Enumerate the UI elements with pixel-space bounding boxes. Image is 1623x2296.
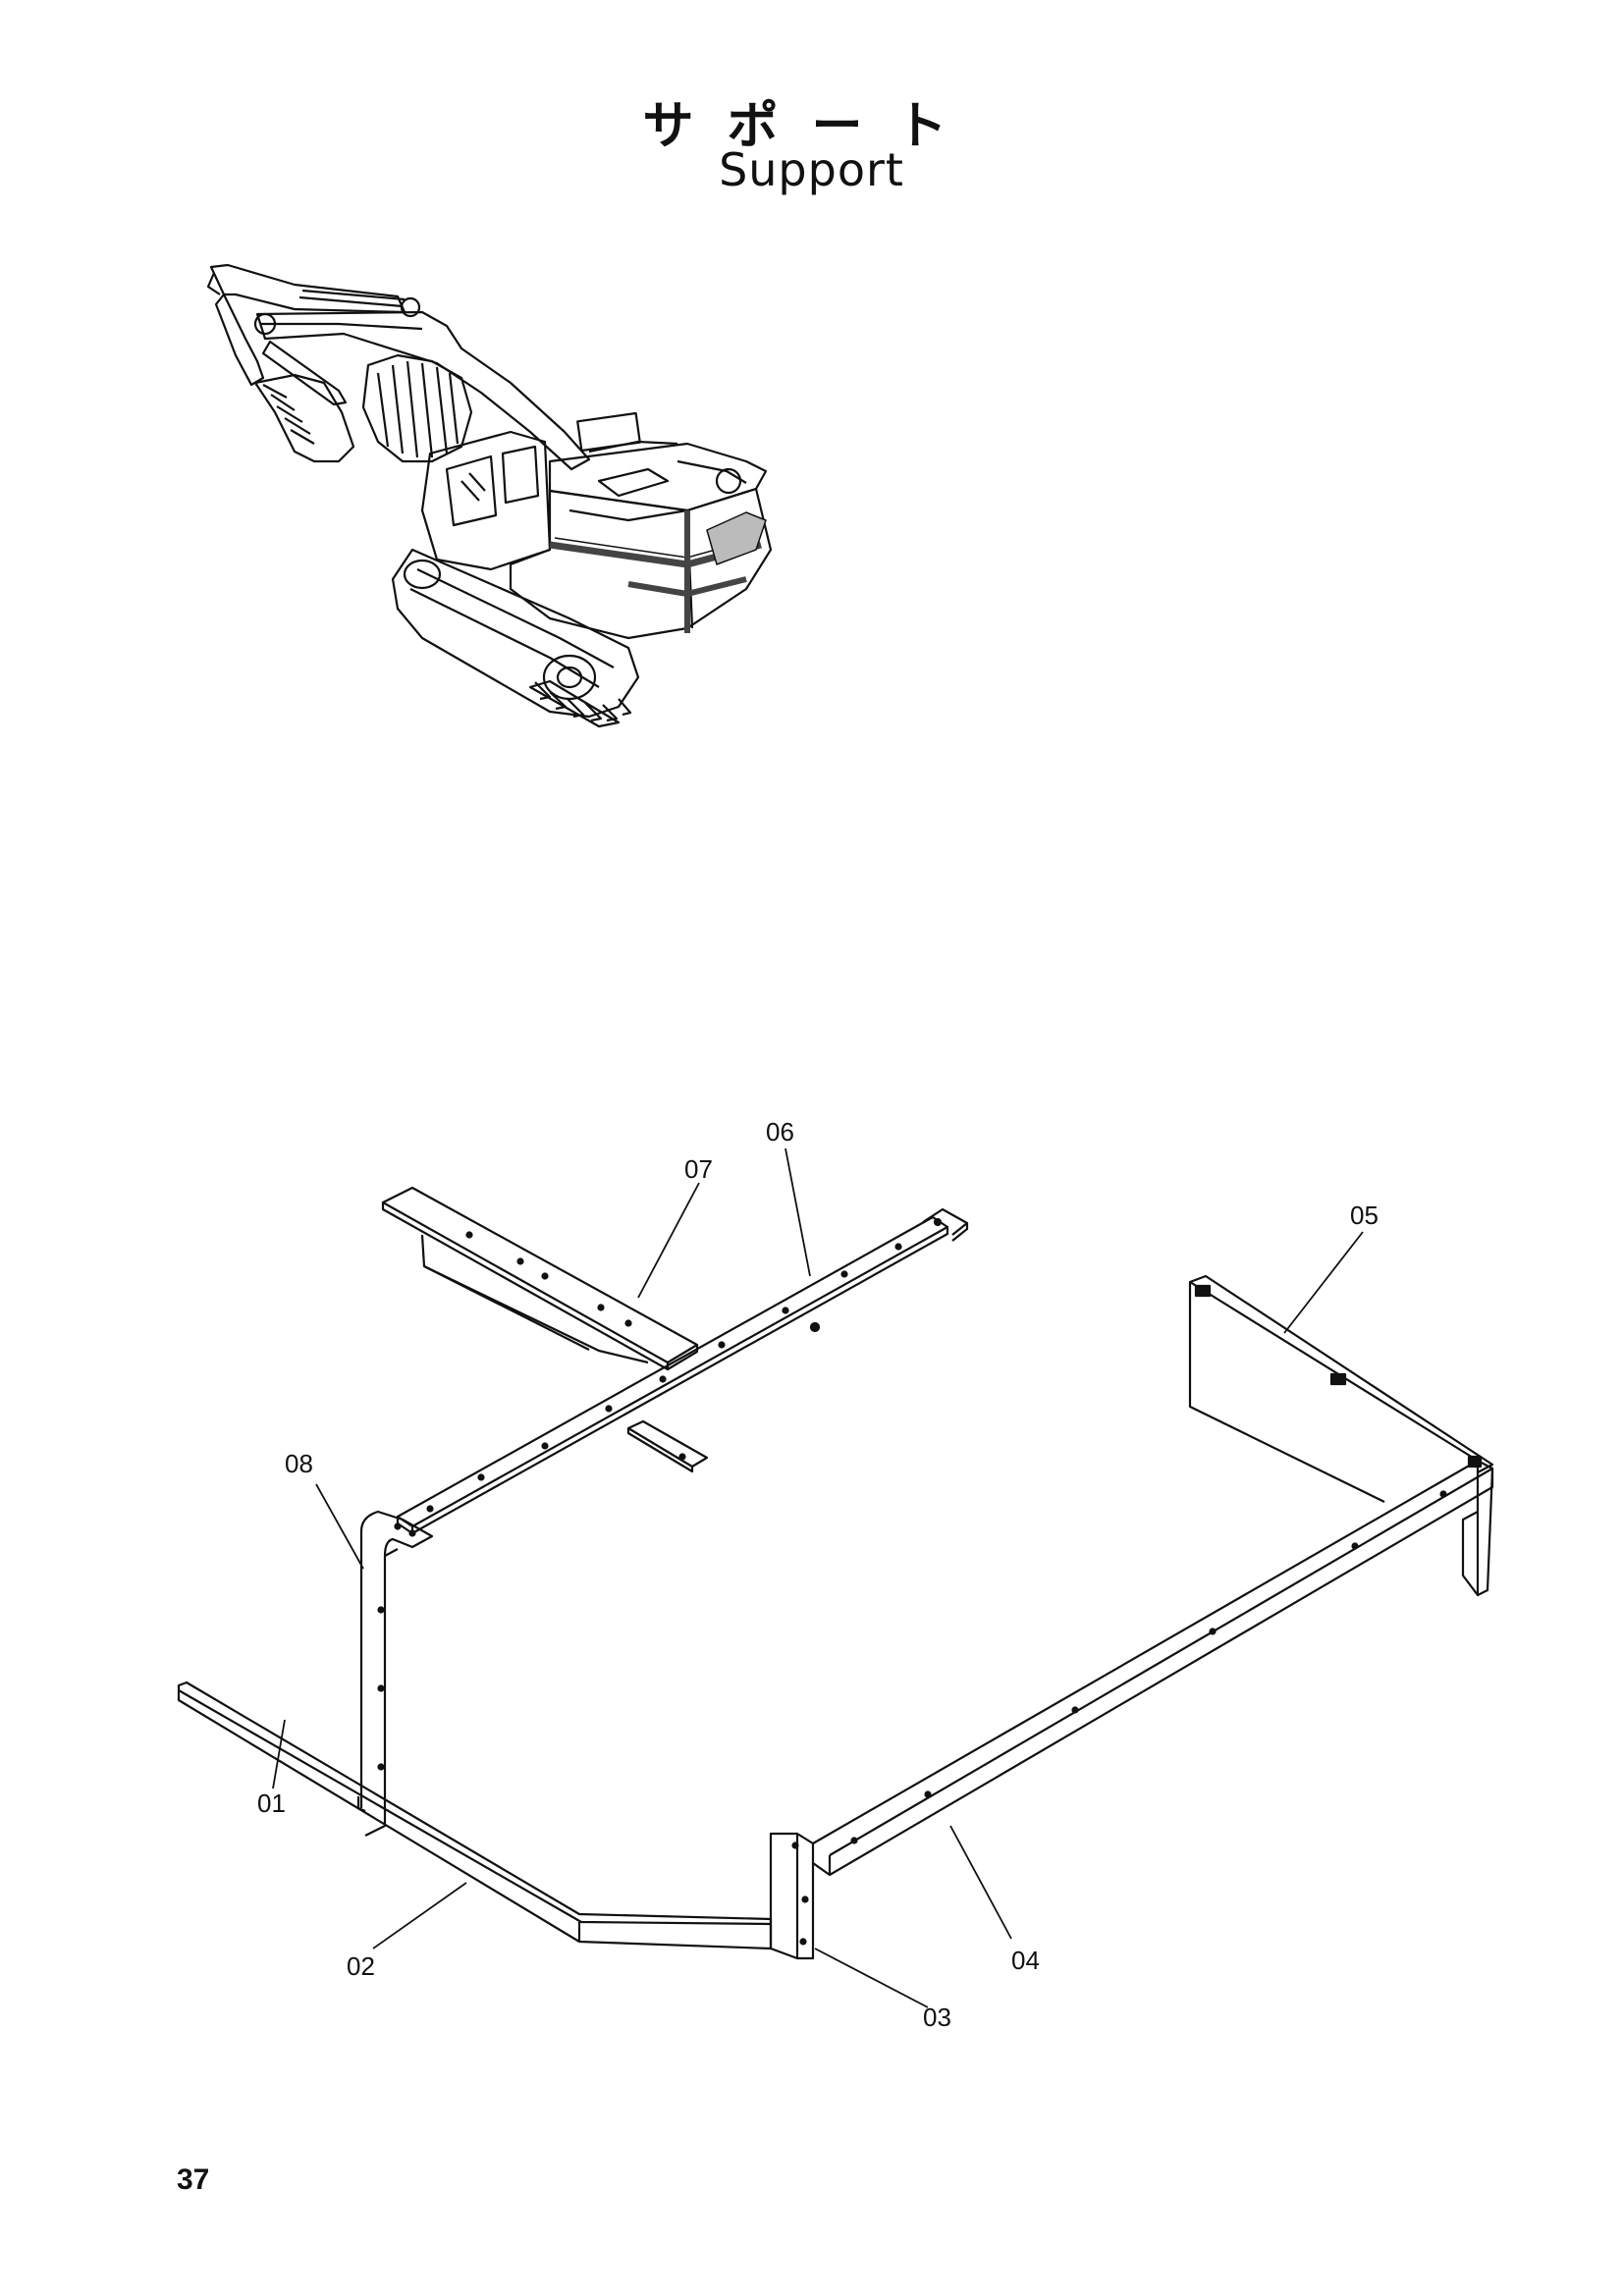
- callout-04: 04: [1011, 1946, 1040, 1975]
- page-number: 37: [177, 2163, 210, 2196]
- part-07-plate: [381, 1186, 699, 1371]
- callout-06: 06: [766, 1117, 794, 1147]
- part-08-post: [359, 1510, 434, 1837]
- callout-03: 03: [923, 2002, 951, 2032]
- part-04-side-bar: [812, 1459, 1494, 1877]
- callout-01: 01: [257, 1789, 286, 1818]
- part-03-bracket: [769, 1832, 815, 1960]
- callout-05: 05: [1350, 1201, 1379, 1230]
- callout-labels: 01 02 03 04 05 06 07 08: [257, 1117, 1379, 2032]
- callout-07: 07: [684, 1154, 713, 1184]
- callout-08: 08: [285, 1449, 313, 1478]
- part-05-panel: [1188, 1274, 1494, 1597]
- support-frame-drawing: [177, 1148, 1494, 2008]
- page-title-japanese: サポート: [642, 97, 981, 156]
- excavator-illustration: [206, 263, 773, 728]
- page-title-english: Support: [719, 143, 904, 196]
- cross-bar: [626, 1419, 709, 1473]
- callout-02: 02: [347, 1951, 375, 1981]
- callout-leaders: [272, 1148, 1364, 2008]
